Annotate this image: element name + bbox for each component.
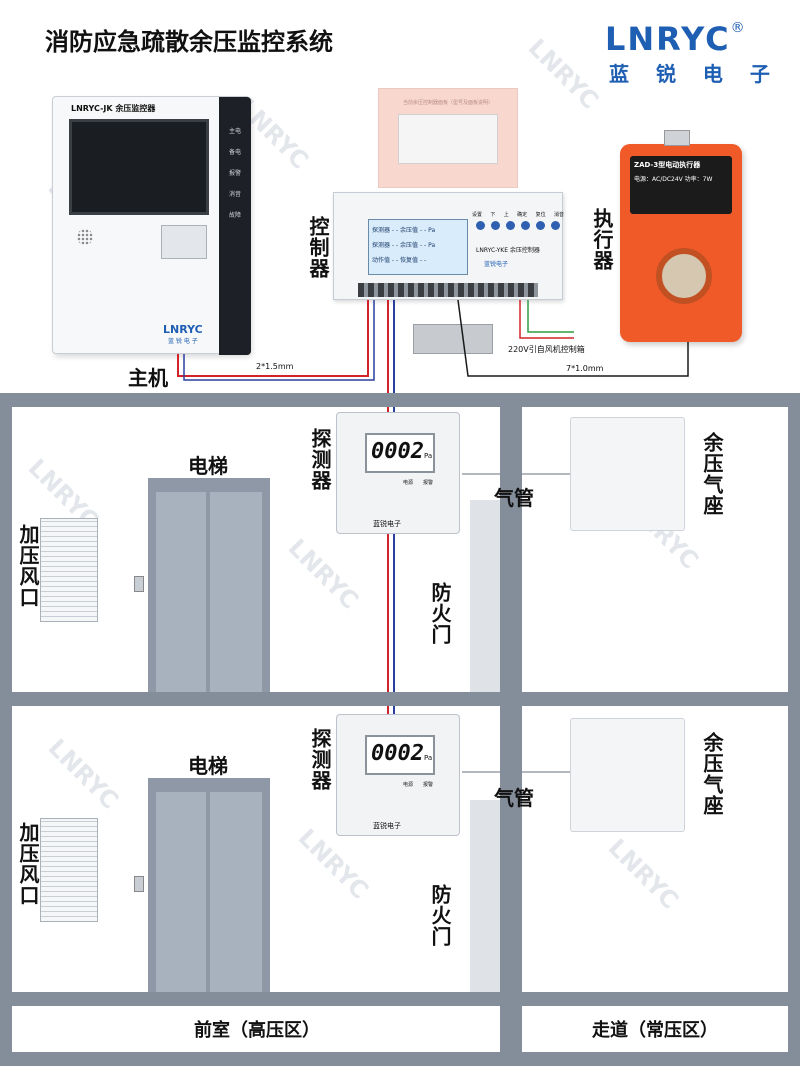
detector-lcd-2: 0002Pa xyxy=(365,735,435,775)
host-screen xyxy=(69,119,209,215)
actuator-label: 执行器 xyxy=(590,208,614,271)
zone-right-label: 走道（常压区） xyxy=(592,1020,718,1041)
fire-door-1 xyxy=(470,500,500,692)
pressure-seat-1 xyxy=(570,417,685,531)
detector-label-2: 探测器 xyxy=(308,728,332,791)
fan-wire-red xyxy=(519,300,574,339)
beam-middle xyxy=(0,692,800,706)
printer-slot xyxy=(161,225,207,259)
host-cabinet: LNRYC-JK 余压监控器 主电 备电 报警 消音 故障 LNRYC 蓝 锐 … xyxy=(52,96,251,355)
door-label-2: 防火门 xyxy=(428,884,452,947)
controller-lcd: 探测器 - - 余压值 - - Pa 探测器 - - 余压值 - - Pa 动作… xyxy=(368,219,468,275)
pipe-label-2: 气管 xyxy=(494,786,534,810)
seat-label-2: 余压气座 xyxy=(700,732,724,816)
elevator-button-2 xyxy=(134,876,144,892)
beam-bottom xyxy=(0,992,800,1006)
detector-lcd-1: 0002Pa xyxy=(365,433,435,473)
zone-left-box: 前室（高压区） xyxy=(22,1008,492,1050)
pressure-seat-2 xyxy=(570,718,685,832)
detector-leds-2: 电源 报警 xyxy=(403,782,434,788)
actuator-tabs xyxy=(664,130,690,146)
seat-label-1: 余压气座 xyxy=(700,432,724,516)
detector-brand-2: 蓝锐电子 xyxy=(373,822,401,830)
controller-label: 控制器 xyxy=(306,216,330,279)
zone-left-label: 前室（高压区） xyxy=(194,1020,320,1041)
actuator-body: ZAD-3型电动执行器 电源：AC/DC24V 功率：7W xyxy=(620,144,742,342)
fan-cable-label: 220V引自风机控制箱 xyxy=(508,345,585,354)
pillar-center xyxy=(500,393,522,1066)
page-title: 消防应急疏散余压监控系统 xyxy=(45,28,333,56)
detector-brand-1: 蓝锐电子 xyxy=(373,520,401,528)
vent-label-2: 加压风口 xyxy=(16,822,40,906)
host-logo: LNRYC 蓝 锐 电 子 xyxy=(163,323,203,345)
zone-right-box: 走道（常压区） xyxy=(530,1008,780,1050)
vent-1 xyxy=(40,518,98,622)
button-reset[interactable] xyxy=(536,221,545,230)
elevator-button-1 xyxy=(134,576,144,592)
host-label: 主机 xyxy=(128,366,168,390)
speaker-grille xyxy=(77,229,93,245)
elevator-label-1: 电梯 xyxy=(188,454,228,478)
brand-name: LNRYC xyxy=(605,20,731,58)
host-wire-red xyxy=(177,300,369,377)
host-side-labels: 主电 备电 报警 消音 故障 xyxy=(228,128,241,219)
vent-label-1: 加压风口 xyxy=(16,524,40,608)
host-wire-blue xyxy=(183,300,375,381)
controller-plate: 当前余压控制器面板（型号及面板说明） xyxy=(378,88,518,188)
actuator-shaft xyxy=(656,248,712,304)
fire-door-2 xyxy=(470,800,500,992)
actuator-nameplate: ZAD-3型电动执行器 电源：AC/DC24V 功率：7W xyxy=(630,156,732,214)
button-confirm[interactable] xyxy=(521,221,530,230)
host-model: LNRYC-JK 余压监控器 xyxy=(71,104,156,113)
wall-right xyxy=(788,393,800,1066)
button-down[interactable] xyxy=(491,221,500,230)
controller-button-labels: 设置 下 上 确定 复位 消音 xyxy=(472,212,564,218)
host-cable-label: 2*1.5mm xyxy=(256,362,294,371)
button-up[interactable] xyxy=(506,221,515,230)
actuator-cable-label: 7*1.0mm xyxy=(566,364,604,373)
detector-1: 0002Pa 电源 报警 蓝锐电子 xyxy=(336,412,460,534)
elevator-label-2: 电梯 xyxy=(188,754,228,778)
brand-subtitle: 蓝 锐 电 子 xyxy=(609,62,780,86)
elevator-1 xyxy=(148,478,270,692)
brand-logo: LNRYC® 蓝 锐 电 子 xyxy=(605,20,780,86)
controller-model: LNRYC-YKE 余压控制器 xyxy=(476,247,540,254)
detector-2: 0002Pa 电源 报警 蓝锐电子 xyxy=(336,714,460,836)
controller-buttons xyxy=(476,221,560,230)
controller-unit: 探测器 - - 余压值 - - Pa 探测器 - - 余压值 - - Pa 动作… xyxy=(333,192,564,300)
actuator-wire xyxy=(457,299,689,377)
pipe-label-1: 气管 xyxy=(494,486,534,510)
controller-brand: 蓝锐电子 xyxy=(484,261,509,268)
nameplate xyxy=(413,324,493,354)
button-set[interactable] xyxy=(476,221,485,230)
beam-top xyxy=(0,393,800,407)
terminal-block xyxy=(358,283,538,297)
wall-left xyxy=(0,393,12,1066)
vent-2 xyxy=(40,818,98,922)
fan-wire-green xyxy=(527,300,574,333)
detector-label-1: 探测器 xyxy=(308,428,332,491)
ground xyxy=(0,1052,800,1066)
door-label-1: 防火门 xyxy=(428,582,452,645)
elevator-2 xyxy=(148,778,270,992)
detector-leds-1: 电源 报警 xyxy=(403,480,434,486)
button-mute[interactable] xyxy=(551,221,560,230)
host-side-panel: 主电 备电 报警 消音 故障 xyxy=(219,97,251,355)
